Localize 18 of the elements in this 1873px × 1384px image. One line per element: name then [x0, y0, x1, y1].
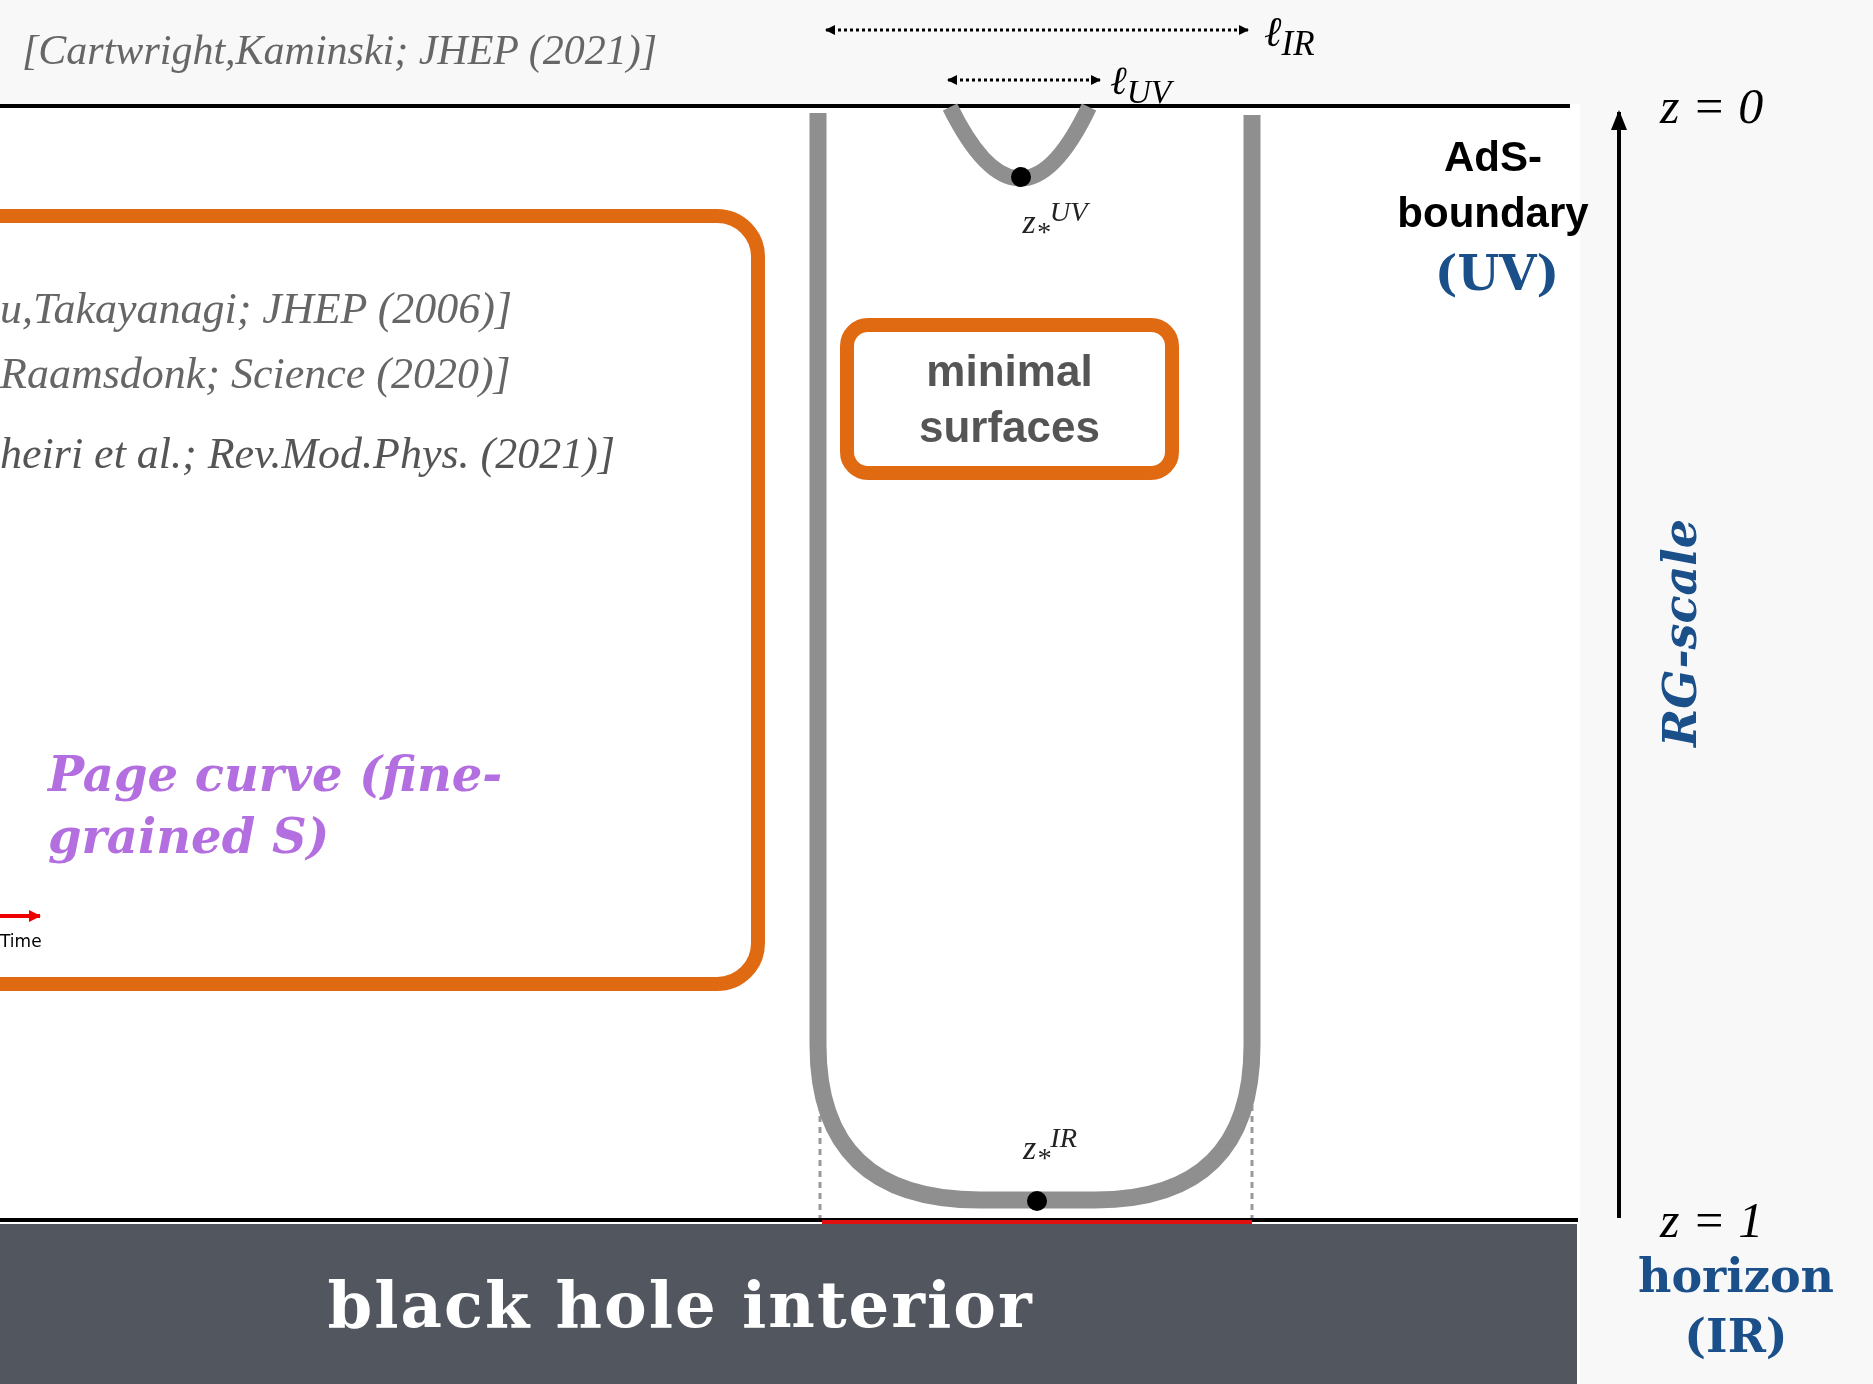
boundary-label: AdS- boundary — [1396, 132, 1590, 238]
box-label: minimal surfaces — [918, 345, 1101, 453]
region-label: black hole interior — [327, 1266, 1034, 1342]
length-label: ℓ$_{IR}$ — [1264, 7, 1315, 65]
interior-band — [0, 1224, 1577, 1384]
coordinate-label: z = 0 — [1660, 77, 1764, 135]
scale-label: (UV) — [1434, 245, 1560, 301]
reference-text: [Cartwright,Kaminski; JHEP (2021)] — [22, 26, 658, 74]
axis-label: RG-scale — [1653, 519, 1707, 747]
reference-text: u,Takayanagi; JHEP (2006)] — [0, 283, 513, 334]
reference-text: Raamsdonk; Science (2020)] — [0, 348, 511, 399]
curve-caption: Page curve (fine-grained S) — [48, 745, 504, 866]
coordinate-label: z = 1 — [1660, 1191, 1764, 1249]
reference-text: heiri et al.; Rev.Mod.Phys. (2021)] — [0, 428, 615, 479]
axis-label: Time — [0, 931, 42, 951]
label-box — [840, 318, 1179, 480]
horizon-label: horizon (IR) — [1636, 1248, 1836, 1365]
references-panel — [0, 209, 765, 991]
